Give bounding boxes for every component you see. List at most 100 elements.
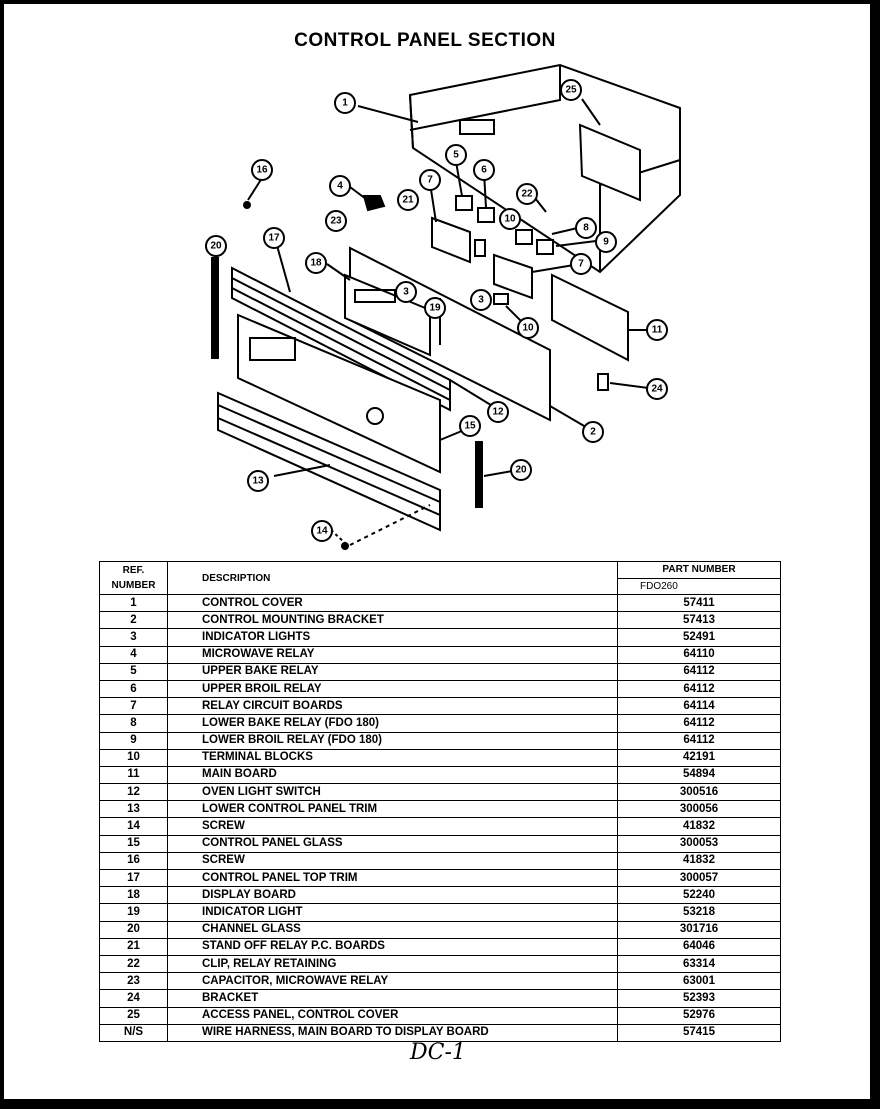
- callout-3a: 3: [395, 281, 417, 303]
- ref-cell: 10: [99, 748, 168, 767]
- svg-text:6: 6: [481, 165, 487, 176]
- part-number-cell: 57415: [617, 1023, 781, 1042]
- ref-cell: 11: [99, 765, 168, 785]
- part-number-cell: 53218: [617, 903, 781, 922]
- part-number-cell: 52393: [617, 989, 781, 1008]
- svg-text:5: 5: [453, 150, 459, 161]
- part-number-cell: 52240: [617, 886, 781, 905]
- part-number-cell: 64110: [617, 645, 781, 664]
- callout-17: 17: [263, 227, 285, 249]
- svg-text:11: 11: [652, 325, 663, 336]
- description-cell: DISPLAY BOARD: [167, 886, 618, 905]
- part-number-cell: 301716: [617, 920, 781, 939]
- svg-text:18: 18: [310, 258, 322, 269]
- ref-cell: 6: [99, 679, 168, 699]
- svg-text:16: 16: [256, 165, 268, 176]
- svg-text:2: 2: [590, 427, 596, 438]
- description-cell: CONTROL COVER: [167, 593, 618, 613]
- callout-4: 4: [329, 175, 351, 197]
- callout-1: 1: [334, 92, 356, 114]
- header-description: DESCRIPTION: [167, 561, 618, 595]
- svg-text:25: 25: [565, 85, 577, 96]
- header-ref: REF. NUMBER: [99, 561, 168, 595]
- ref-cell: 20: [99, 920, 168, 939]
- ref-cell: 14: [99, 817, 168, 836]
- part-number-cell: 63001: [617, 972, 781, 991]
- exploded-diagram: 1 25 16 4 5 6 7 21 22 23 10 8 9 20 17 18…: [205, 63, 681, 550]
- part-number-cell: 57413: [617, 611, 781, 630]
- ref-cell: 8: [99, 714, 168, 733]
- part-number-cell: 54894: [617, 765, 781, 785]
- ref-cell: N/S: [99, 1023, 168, 1042]
- description-cell: SCREW: [167, 851, 618, 871]
- description-cell: CONTROL MOUNTING BRACKET: [167, 611, 618, 630]
- part-number-cell: 41832: [617, 817, 781, 836]
- description-cell: CLIP, RELAY RETAINING: [167, 954, 618, 974]
- svg-text:3: 3: [403, 287, 409, 298]
- svg-text:24: 24: [651, 384, 663, 395]
- callout-6a: 6: [473, 159, 495, 181]
- part-number-cell: 64112: [617, 679, 781, 699]
- callout-12: 12: [487, 401, 509, 423]
- callout-25: 25: [560, 79, 582, 101]
- svg-text:9: 9: [603, 237, 609, 248]
- ref-cell: 25: [99, 1006, 168, 1025]
- parts-table: REF. NUMBER DESCRIPTION PART NUMBER FDO2…: [99, 561, 781, 1042]
- part-number-cell: 57411: [617, 593, 781, 613]
- description-cell: INDICATOR LIGHT: [167, 903, 618, 922]
- description-cell: MAIN BOARD: [167, 765, 618, 785]
- description-cell: WIRE HARNESS, MAIN BOARD TO DISPLAY BOAR…: [167, 1023, 618, 1042]
- description-cell: CONTROL PANEL GLASS: [167, 834, 618, 853]
- header-model: FDO260: [617, 577, 781, 595]
- part-number-cell: 300056: [617, 800, 781, 819]
- ref-cell: 5: [99, 662, 168, 681]
- svg-text:7: 7: [427, 175, 433, 186]
- svg-text:17: 17: [268, 233, 280, 244]
- header-part-number: PART NUMBER: [617, 561, 781, 579]
- callout-21: 21: [397, 189, 419, 211]
- description-cell: SCREW: [167, 817, 618, 836]
- description-cell: INDICATOR LIGHTS: [167, 628, 618, 647]
- description-cell: TERMINAL BLOCKS: [167, 748, 618, 767]
- part-number-cell: 64112: [617, 731, 781, 750]
- callout-16: 16: [251, 159, 273, 181]
- part-number-cell: 300053: [617, 834, 781, 853]
- handwritten-mark: DC-1: [410, 1040, 466, 1065]
- description-cell: STAND OFF RELAY P.C. BOARDS: [167, 937, 618, 956]
- ref-cell: 21: [99, 937, 168, 956]
- callout-19: 19: [424, 297, 446, 319]
- ref-cell: 19: [99, 903, 168, 922]
- callout-3b: 3: [470, 289, 492, 311]
- part-number-cell: 64046: [617, 937, 781, 956]
- description-cell: CAPACITOR, MICROWAVE RELAY: [167, 972, 618, 991]
- page-title: CONTROL PANEL SECTION: [294, 30, 556, 51]
- svg-text:3: 3: [478, 295, 484, 306]
- svg-text:15: 15: [464, 421, 476, 432]
- description-cell: LOWER BROIL RELAY (FDO 180): [167, 731, 618, 750]
- ref-cell: 22: [99, 954, 168, 974]
- description-cell: ACCESS PANEL, CONTROL COVER: [167, 1006, 618, 1025]
- ref-cell: 3: [99, 628, 168, 647]
- ref-cell: 18: [99, 886, 168, 905]
- part-number-cell: 63314: [617, 954, 781, 974]
- description-cell: LOWER CONTROL PANEL TRIM: [167, 800, 618, 819]
